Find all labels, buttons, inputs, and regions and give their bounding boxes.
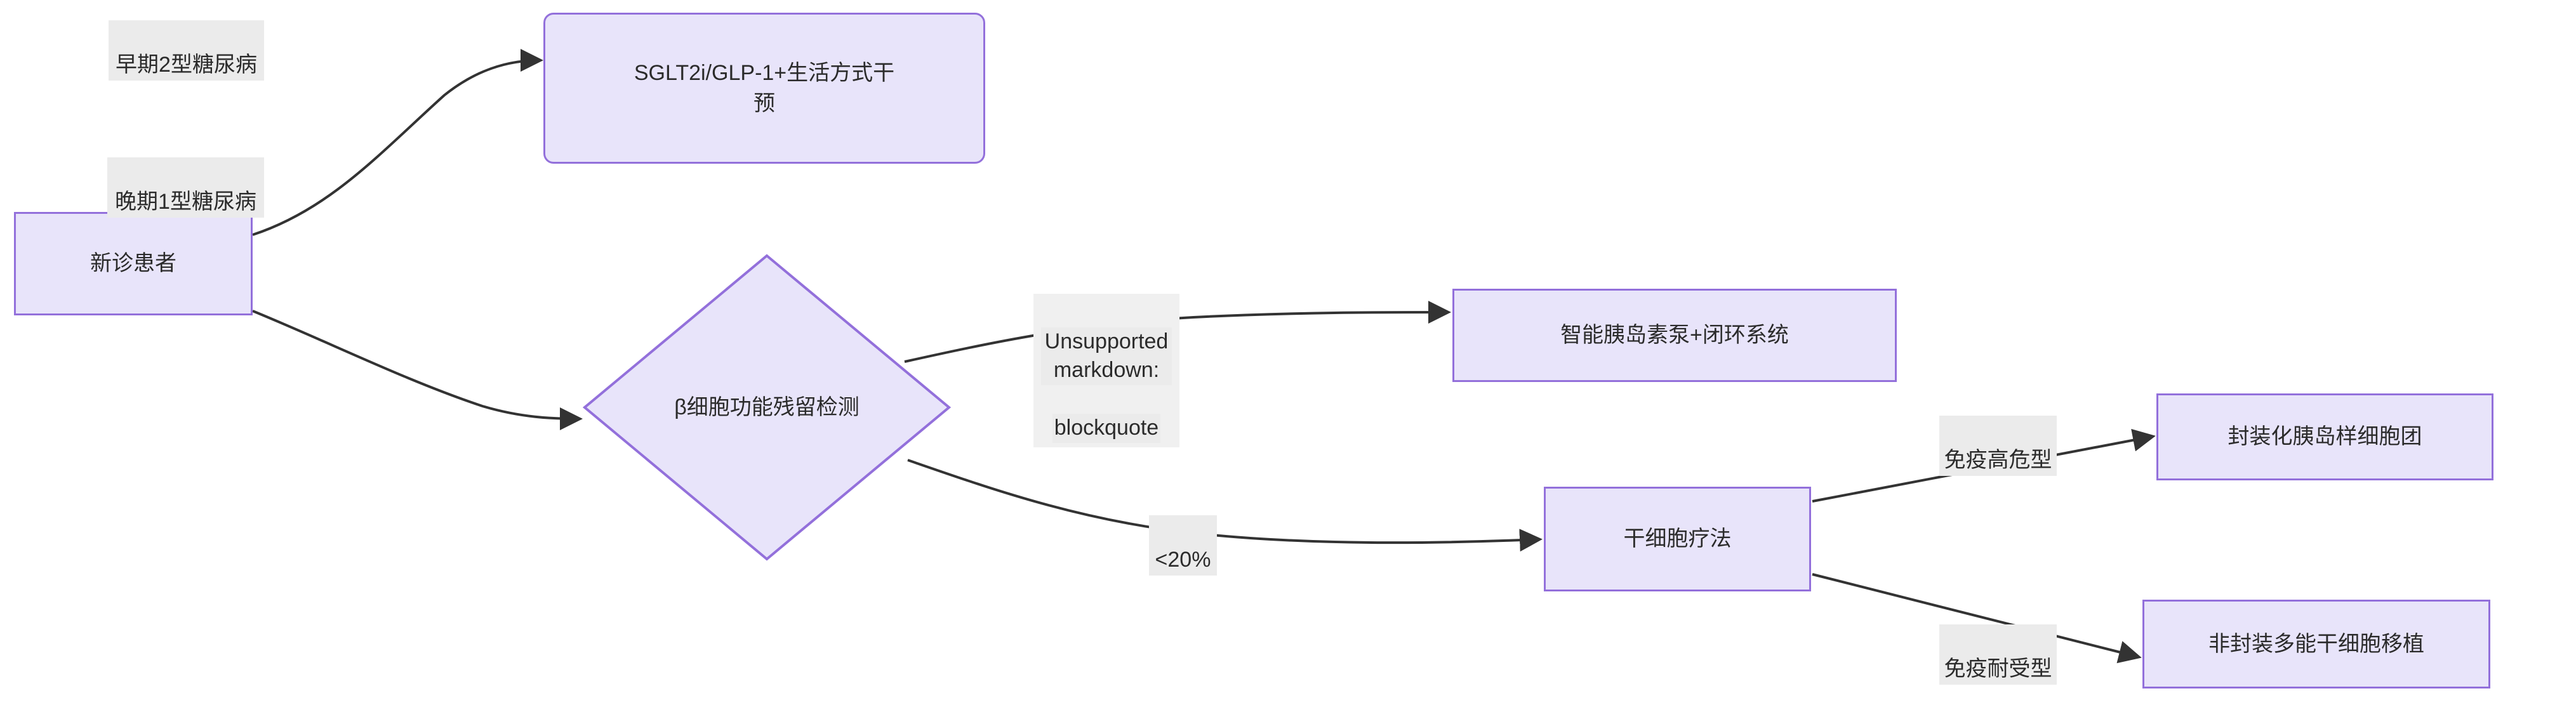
node-sglt2i-glp1-lifestyle[interactable]: SGLT2i/GLP-1+生活方式干 预: [543, 13, 985, 164]
edge-label-unsupported-markdown-blockquote: Unsupported markdown: blockquote: [1033, 294, 1179, 447]
edge-n1-n3: [252, 310, 583, 430]
node-label: 智能胰岛素泵+闭环系统: [1560, 323, 1789, 348]
node-label: 新诊患者: [90, 251, 176, 276]
node-smart-insulin-pump-closed-loop[interactable]: 智能胰岛素泵+闭环系统: [1452, 289, 1897, 382]
node-label: SGLT2i/GLP-1+生活方式干 预: [634, 60, 895, 115]
node-encapsulated-islet-like-cell-cluster[interactable]: 封装化胰岛样细胞团: [2156, 393, 2493, 480]
edge-label-late-type1-diabetes: 晚期1型糖尿病: [107, 157, 264, 218]
node-stem-cell-therapy[interactable]: 干细胞疗法: [1544, 487, 1811, 591]
node-label: β细胞功能残留检测: [674, 395, 860, 419]
node-label: 封装化胰岛样细胞团: [2227, 425, 2422, 449]
node-beta-cell-function-test[interactable]: β细胞功能残留检测: [583, 254, 951, 561]
edge-label-early-type2-diabetes: 早期2型糖尿病: [109, 20, 264, 81]
node-label-wrap: β细胞功能残留检测: [583, 254, 951, 561]
node-label: 干细胞疗法: [1623, 527, 1732, 551]
edge-label-immune-tolerant: 免疫耐受型: [1939, 624, 2057, 685]
edge-n3-n5: [907, 459, 1543, 552]
node-label: 非封装多能干细胞移植: [2208, 631, 2424, 656]
edge-label-less-than-20-percent: <20%: [1149, 515, 1217, 576]
edge-label-high-immune-risk: 免疫高危型: [1939, 416, 2057, 477]
node-new-patient[interactable]: 新诊患者: [14, 212, 253, 315]
edge-n1-n2: [252, 49, 543, 236]
node-non-encapsulated-pluripotent-stem-cell-transplant[interactable]: 非封装多能干细胞移植: [2142, 600, 2490, 689]
diamond-shape: [583, 254, 951, 561]
